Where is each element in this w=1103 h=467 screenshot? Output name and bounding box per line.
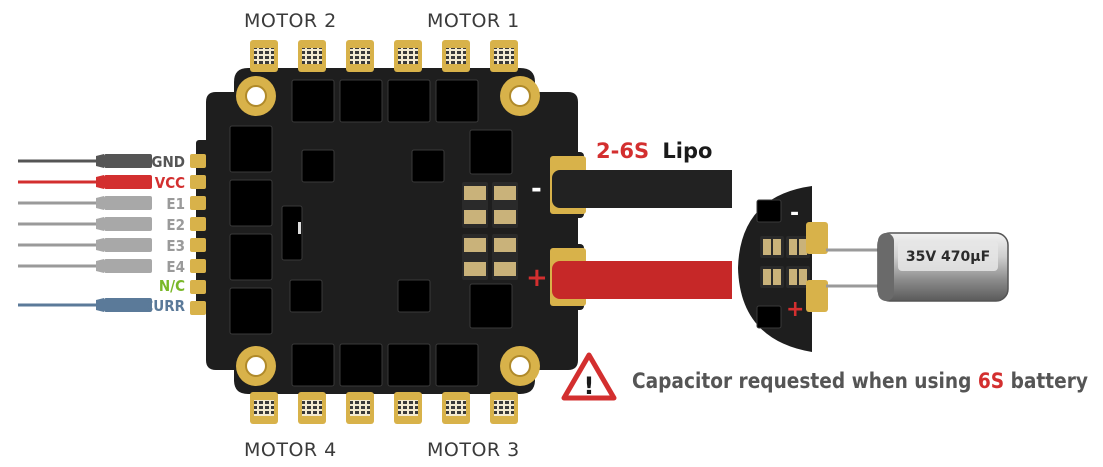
wire-curr: CURR	[18, 297, 186, 315]
wire-gnd: GND	[18, 153, 185, 171]
wire-label-e2: E2	[166, 216, 185, 234]
onboard-capacitors	[462, 182, 518, 280]
motor-2-label: MOTOR 2	[244, 10, 337, 32]
battery-negative-lead	[552, 170, 732, 208]
wire-label-gnd: GND	[151, 153, 185, 171]
warning-text: Capacitor requested when using 6S batter…	[632, 369, 1088, 393]
wire-e3: E3	[18, 237, 185, 255]
capacitor-positive-symbol: +	[786, 297, 804, 322]
wire-label-nc: N/C	[159, 277, 185, 295]
ic-marker	[298, 222, 301, 234]
wire-label-curr: CURR	[143, 297, 185, 315]
wire-label-vcc: VCC	[155, 174, 185, 192]
wire-label-e1: E1	[166, 195, 185, 213]
wire-e1: E1	[18, 195, 185, 213]
mounting-hole-top-left	[236, 76, 276, 116]
wire-e4: E4	[18, 258, 185, 276]
wire-vcc: VCC	[18, 174, 185, 192]
signal-wires: GND VCC E1 E2 E3	[18, 153, 186, 315]
esc-board: - +	[190, 40, 586, 424]
motor-1-label: MOTOR 1	[427, 10, 520, 32]
capacitor-negative-symbol: -	[790, 201, 799, 226]
mounting-hole-top-right	[500, 76, 540, 116]
wire-nc: N/C	[159, 277, 185, 295]
battery-label: 2-6S Lipo	[596, 139, 712, 163]
battery-cells: 2-6S	[596, 139, 649, 163]
warning-icon: !	[561, 352, 617, 401]
wire-label-e4: E4	[166, 258, 185, 276]
mosfets	[229, 79, 513, 387]
warning-highlight: 6S	[978, 369, 1004, 393]
battery-type: Lipo	[662, 139, 712, 163]
battery-negative-symbol: -	[531, 174, 542, 204]
mounting-hole-bottom-right	[500, 346, 540, 386]
motor-pads-top	[250, 40, 518, 72]
capacitor-label: 35V 470μF	[906, 249, 990, 265]
cap-positive-pad	[806, 280, 828, 312]
wire-label-e3: E3	[166, 237, 185, 255]
signal-pads	[190, 154, 206, 315]
electrolytic-capacitor: 35V 470μF	[877, 232, 1009, 302]
motor-4-label: MOTOR 4	[244, 439, 337, 461]
warning-prefix: Capacitor requested when using	[632, 369, 978, 393]
motor-pads-bottom	[250, 392, 518, 424]
battery-positive-lead	[552, 261, 732, 299]
capacitor-board: - +	[738, 186, 828, 352]
battery-positive-symbol: +	[526, 263, 548, 293]
warning-suffix: battery	[1004, 369, 1088, 393]
warning-symbol: !	[584, 372, 595, 400]
wire-e2: E2	[18, 216, 185, 234]
driver-ics	[281, 149, 445, 313]
motor-3-label: MOTOR 3	[427, 439, 520, 461]
mounting-hole-bottom-left	[236, 346, 276, 386]
cap-negative-pad	[806, 222, 828, 254]
